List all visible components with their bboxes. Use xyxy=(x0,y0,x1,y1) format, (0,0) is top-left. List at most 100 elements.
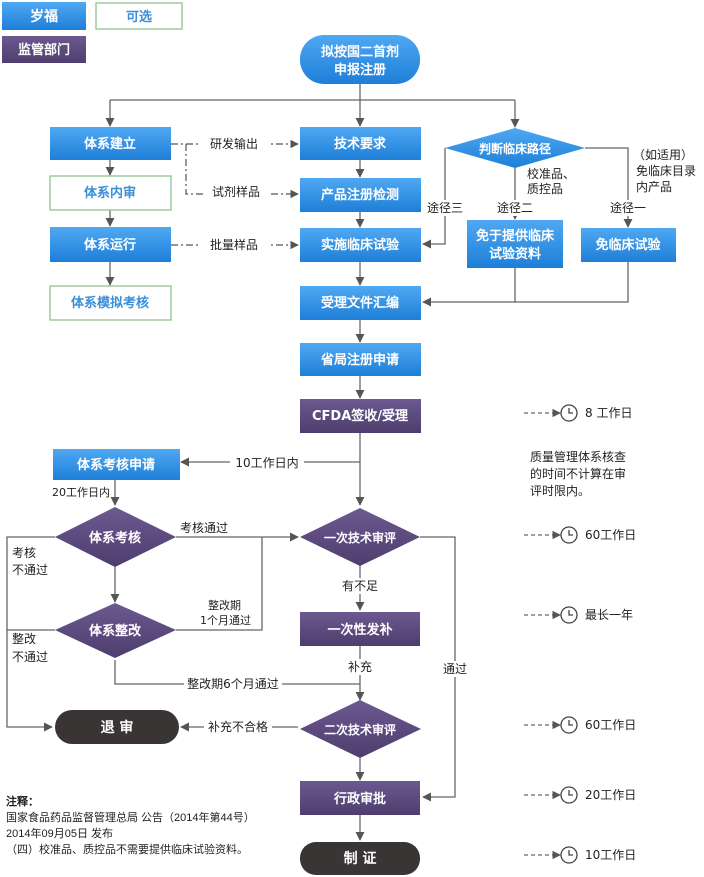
node-cert-label: 制 证 xyxy=(344,850,377,867)
node-reject-label: 退 审 xyxy=(101,719,134,736)
edge-path3: 途径三 xyxy=(427,200,463,215)
node-supplement-label: 一次性发补 xyxy=(327,622,392,638)
node-collect xyxy=(300,286,421,320)
timeline-t4: 60工作日 xyxy=(585,718,636,732)
node-start-line1: 拟按国二首剂 xyxy=(321,44,399,60)
node-supplement xyxy=(300,612,420,646)
clock-icon xyxy=(560,606,578,624)
node-sys-audit-label: 体系内审 xyxy=(84,185,136,201)
node-exempt-clinical-label: 免临床试验 xyxy=(595,237,661,253)
node-provide-clinical-line1: 免于提供临床 xyxy=(476,228,555,244)
edge-passed: 通过 xyxy=(443,662,467,676)
node-collect-label: 受理文件汇编 xyxy=(321,295,399,311)
edge-twenty-days: 20工作日内 xyxy=(52,485,110,499)
timeline-note-line1: 质量管理体系核查 xyxy=(530,449,626,464)
node-cfda xyxy=(300,399,421,433)
node-product-test-label: 产品注册检测 xyxy=(321,187,399,203)
timeline-t1: 8 工作日 xyxy=(585,406,632,420)
edge-check-fail-line2: 不通过 xyxy=(12,563,48,577)
edge-supp-fail: 补充不合格 xyxy=(208,719,268,734)
timeline-arrows xyxy=(524,408,561,860)
node-sys-check xyxy=(55,507,176,567)
edge-check-pass: 考核通过 xyxy=(180,521,228,535)
edge-trial-sample: 试剂样品 xyxy=(212,184,260,199)
legend-optional: 可选 xyxy=(126,9,152,25)
node-provide-clinical xyxy=(467,220,563,268)
timeline-t6: 10工作日 xyxy=(585,848,636,862)
edge-fix-fail-line1: 整改 xyxy=(12,631,36,646)
node-cfda-label: CFDA签收/受理 xyxy=(312,408,408,424)
node-cert xyxy=(300,842,420,875)
edge-if-apply-line2: 免临床目录 xyxy=(636,163,696,178)
node-exempt-clinical xyxy=(581,228,676,262)
node-approve xyxy=(300,781,420,815)
node-clinical-label: 实施临床试验 xyxy=(321,237,400,253)
timeline-t3: 最长一年 xyxy=(585,608,633,622)
legend-regulator: 监管部门 xyxy=(18,42,70,58)
edge-fix-1m-line1: 整改期 xyxy=(208,598,241,612)
legend-optional-swatch xyxy=(95,2,183,30)
edge-ten-days: 10工作日内 xyxy=(235,456,298,470)
node-clinical xyxy=(300,228,421,262)
node-tech-req-label: 技术要求 xyxy=(334,136,387,152)
node-sys-build xyxy=(50,127,171,160)
node-judge-label: 判断临床路径 xyxy=(479,141,551,156)
edge-supplement: 补充 xyxy=(348,659,372,674)
node-judge xyxy=(445,128,585,168)
clock-icons xyxy=(560,404,578,864)
node-sys-build-label: 体系建立 xyxy=(84,136,136,152)
node-tech-req xyxy=(300,127,421,160)
edge-calib-line2: 质控品 xyxy=(527,182,563,196)
footnote-line3: （四）校准品、质控品不需要提供临床试验资料。 xyxy=(6,844,248,856)
node-approve-label: 行政审批 xyxy=(333,791,386,807)
node-sys-mock xyxy=(49,285,172,321)
clock-icon xyxy=(560,404,578,422)
footnote-line2: 2014年09月05日 发布 xyxy=(6,828,113,840)
footnote: 注释： 国家食品药品监督管理总局 公告（2014年第44号） 2014年09月0… xyxy=(6,794,306,858)
edge-fix-1m-line2: 1个月通过 xyxy=(200,614,251,627)
edge-batch-sample: 批量样品 xyxy=(210,237,258,252)
timeline: 8 工作日 质量管理体系核查 的时间不计算在审 评时限内。 60工作日 最长一年… xyxy=(530,406,636,862)
node-sys-run xyxy=(50,227,171,262)
timeline-note-line2: 的时间不计算在审 xyxy=(530,466,626,481)
node-sys-check-label: 体系考核 xyxy=(89,530,141,546)
footnote-line1: 国家食品药品监督管理总局 公告（2014年第44号） xyxy=(6,812,255,824)
clock-icon xyxy=(560,716,578,734)
legend-company-swatch xyxy=(2,2,86,30)
node-product-test xyxy=(300,178,421,212)
footnote-title: 注释： xyxy=(6,796,39,808)
legend-company: 岁福 xyxy=(30,8,58,25)
node-sys-fix-label: 体系整改 xyxy=(89,623,142,639)
edge-rd-output: 研发输出 xyxy=(210,136,258,151)
edge-check-fail-line1: 考核 xyxy=(12,546,36,560)
edge-fix-fail-line2: 不通过 xyxy=(12,650,48,664)
node-provincial xyxy=(300,343,421,376)
clock-icon xyxy=(560,846,578,864)
node-tech1 xyxy=(300,508,420,566)
node-tech2-label: 二次技术审评 xyxy=(324,722,396,737)
clock-icon xyxy=(560,786,578,804)
node-sys-run-label: 体系运行 xyxy=(84,237,136,253)
edge-path1: 途径一 xyxy=(610,200,646,215)
legend-regulator-swatch xyxy=(2,36,86,63)
edge-calib-line1: 校准品、 xyxy=(527,166,575,181)
node-sys-apply-label: 体系考核申请 xyxy=(77,457,155,473)
node-start xyxy=(300,35,420,84)
node-provincial-label: 省局注册申请 xyxy=(320,352,399,368)
edge-insufficient: 有不足 xyxy=(342,579,378,593)
node-sys-audit xyxy=(49,175,172,211)
node-start-line2: 申报注册 xyxy=(334,62,386,78)
edge-labels: 研发输出 试剂样品 批量样品 途径三 途径二 途径一 校准品、 质控品 （如适用… xyxy=(12,136,696,735)
node-sys-apply xyxy=(53,449,180,480)
edge-path2: 途径二 xyxy=(497,200,533,215)
edge-if-apply-line1: （如适用） xyxy=(633,147,693,162)
edge-fix-6m: 整改期6个月通过 xyxy=(187,676,279,691)
clock-icon xyxy=(560,526,578,544)
node-sys-mock-label: 体系模拟考核 xyxy=(71,295,149,311)
node-tech2 xyxy=(300,700,421,758)
node-provide-clinical-line2: 试验资料 xyxy=(489,246,541,262)
node-reject xyxy=(55,710,179,744)
node-tech1-label: 一次技术审评 xyxy=(324,530,396,545)
node-sys-fix xyxy=(55,603,176,658)
